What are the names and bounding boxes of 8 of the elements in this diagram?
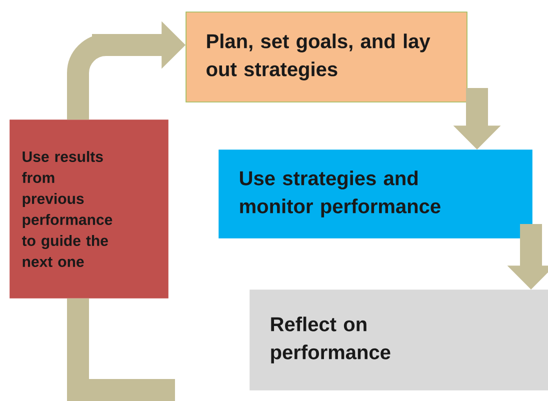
- node-label: Reflect on performance: [271, 316, 390, 364]
- node-label: Use results from previous performance to guide the next one: [22, 150, 112, 267]
- node-label: Use strategies and monitor performance: [240, 170, 440, 218]
- process-box: [10, 120, 168, 298]
- process-box: [218, 150, 532, 238]
- node-label: Plan, set goals, and lay out strategies: [206, 34, 430, 80]
- process-box: [186, 12, 468, 102]
- process-box: [250, 290, 548, 390]
